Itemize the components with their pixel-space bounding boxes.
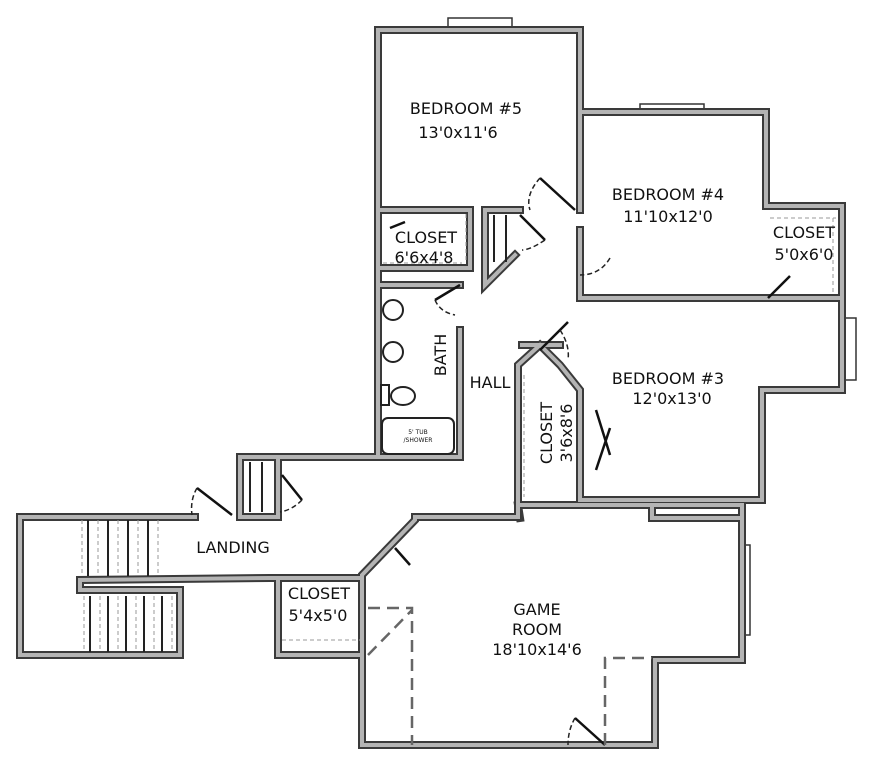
doors	[190, 177, 791, 746]
bath-name: BATH	[431, 334, 450, 376]
closet-b3-name: CLOSET	[537, 402, 556, 464]
bedroom5-size: 13'0x11'6	[418, 123, 497, 142]
closet-b3-size: 3'6x8'6	[557, 404, 576, 463]
tub-label-2: /SHOWER	[404, 437, 433, 444]
closet-b5-name: CLOSET	[395, 228, 457, 247]
tub-icon	[381, 417, 455, 455]
game-room-size: 18'10x14'6	[492, 640, 582, 659]
closet-b4-size: 5'0x6'0	[775, 245, 834, 264]
closet-b5-size: 6'6x4'8	[395, 248, 454, 267]
hall-name: HALL	[470, 373, 511, 392]
closet-landing-size: 5'4x5'0	[289, 606, 348, 625]
landing-name: LANDING	[196, 538, 270, 557]
closet-landing-name: CLOSET	[288, 584, 350, 603]
bedroom3-name: BEDROOM #3	[612, 369, 724, 388]
bedroom5-name: BEDROOM #5	[410, 99, 522, 118]
bedroom4-size: 11'10x12'0	[623, 207, 713, 226]
sink-icon	[382, 299, 404, 321]
bedroom3-size: 12'0x13'0	[632, 389, 711, 408]
bedroom4-name: BEDROOM #4	[612, 185, 724, 204]
walls	[16, 26, 846, 749]
dashed-lines	[282, 214, 836, 745]
bath-fixtures: 5' TUB /SHOWER	[380, 299, 455, 455]
tub-label: 5' TUB	[408, 429, 428, 436]
closet-b4-name: CLOSET	[773, 223, 835, 242]
staircase	[81, 215, 507, 652]
sink-icon	[382, 341, 404, 363]
game-room-name-2: ROOM	[512, 620, 562, 639]
toilet-icon	[390, 386, 416, 406]
game-room-name-1: GAME	[513, 600, 560, 619]
